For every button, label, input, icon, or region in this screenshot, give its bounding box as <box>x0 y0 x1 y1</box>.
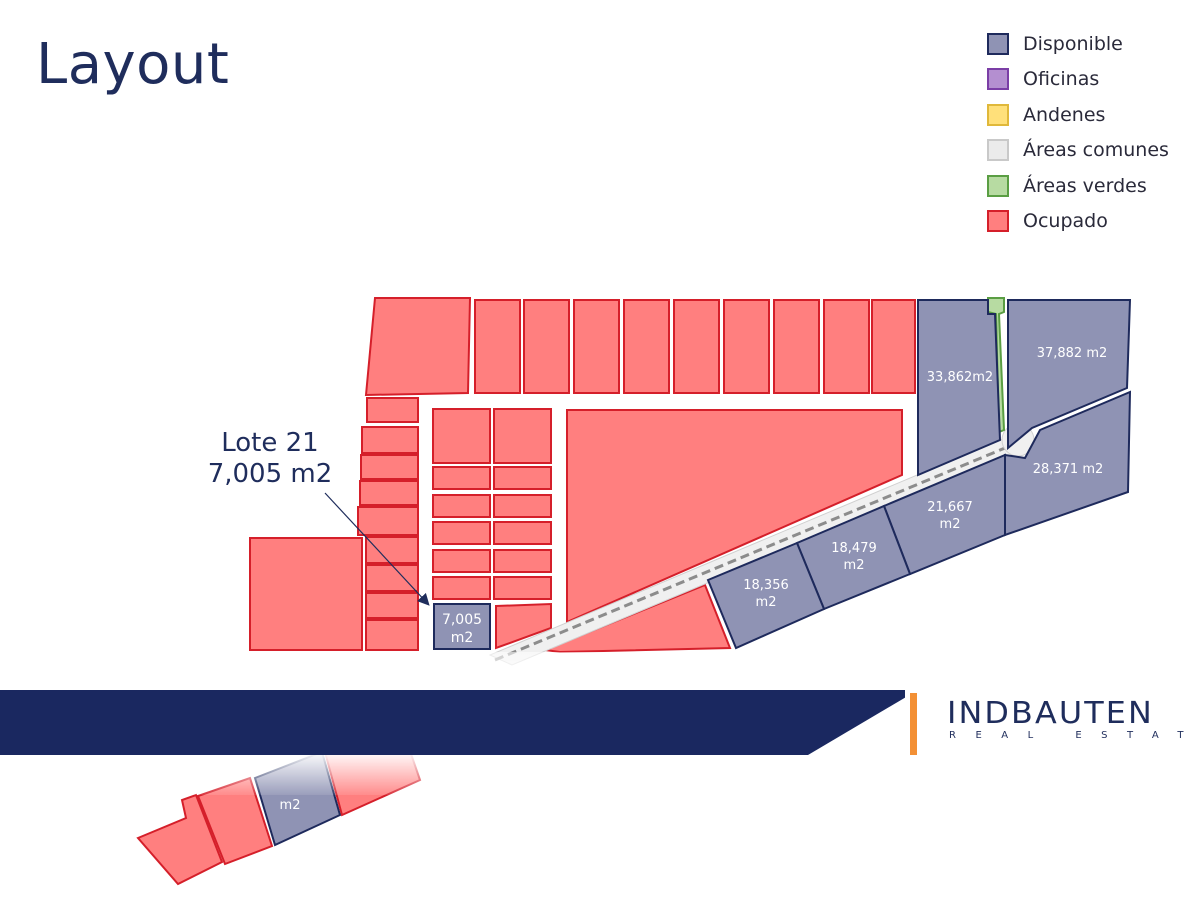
legend-swatch-areas-verdes <box>987 175 1009 197</box>
fade-overlay <box>0 652 1200 690</box>
lot-occupied[interactable] <box>365 536 419 564</box>
plot-18356[interactable] <box>706 541 826 650</box>
legend-item-areas-comunes: Áreas comunes <box>987 138 1197 164</box>
legend-item-oficinas: Oficinas <box>987 67 1197 93</box>
green-area <box>987 297 1006 434</box>
callout-arrow <box>324 492 430 606</box>
lot-occupied[interactable] <box>493 466 552 490</box>
legend-label: Ocupado <box>1023 210 1108 232</box>
legend-label: Áreas comunes <box>1023 139 1169 161</box>
lot-occupied[interactable] <box>360 454 419 480</box>
banner <box>0 690 918 755</box>
lot-occupied[interactable] <box>823 299 870 394</box>
lot-occupied[interactable] <box>773 299 820 394</box>
lot-occupied[interactable] <box>871 299 916 394</box>
plot-label: 37,882 m2 <box>1037 346 1108 361</box>
plot-lote-21[interactable] <box>433 603 491 650</box>
page-title: Layout <box>36 32 230 97</box>
legend-label: Disponible <box>1023 33 1123 55</box>
lot-occupied[interactable] <box>493 521 552 545</box>
lot-occupied[interactable] <box>359 480 419 506</box>
legend-label: Oficinas <box>1023 68 1100 90</box>
lot-occupied[interactable] <box>523 299 570 394</box>
plot-33862[interactable] <box>917 299 1002 477</box>
plot-label: m2 <box>844 558 865 573</box>
plot-label: m2 <box>280 798 301 813</box>
legend-swatch-areas-comunes <box>987 139 1009 161</box>
lot-occupied[interactable] <box>573 299 620 394</box>
lot-occupied[interactable] <box>673 299 720 394</box>
lot-occupied[interactable] <box>493 408 552 464</box>
plot-37882[interactable] <box>1007 299 1132 451</box>
lot-occupied-large[interactable] <box>566 409 903 624</box>
plot-label: m2 <box>451 630 474 646</box>
lot-occupied[interactable] <box>366 397 419 423</box>
lot-occupied[interactable] <box>432 549 491 573</box>
plot-label: 18,356 <box>743 578 789 593</box>
callout-area: 7,005 m2 <box>207 459 333 489</box>
logo-accent-bar <box>910 693 917 755</box>
plot-label: m2 <box>940 517 961 532</box>
lot-occupied[interactable] <box>364 297 472 397</box>
lot-occupied[interactable] <box>493 494 552 518</box>
legend-label: Andenes <box>1023 104 1106 126</box>
lot-occupied[interactable] <box>432 576 491 600</box>
legend-swatch-disponible <box>987 33 1009 55</box>
legend-item-andenes: Andenes <box>987 103 1197 129</box>
lot-occupied[interactable] <box>432 466 491 490</box>
road-centerline <box>494 446 1006 662</box>
lot-occupied[interactable] <box>432 521 491 545</box>
plot-label: 28,371 m2 <box>1033 462 1104 477</box>
lot-occupied[interactable] <box>365 564 419 592</box>
lot-occupied[interactable] <box>723 299 770 394</box>
lot-occupied[interactable] <box>495 602 552 650</box>
legend-swatch-oficinas <box>987 68 1009 90</box>
lot-occupied[interactable] <box>493 576 552 600</box>
lot-occupied[interactable] <box>136 793 224 886</box>
lot-occupied[interactable] <box>361 426 419 454</box>
legend-item-areas-verdes: Áreas verdes <box>987 174 1197 200</box>
plot-label: m2 <box>756 595 777 610</box>
logo-wordmark: INDBAUTEN <box>947 696 1154 731</box>
lot-occupied[interactable] <box>474 299 521 394</box>
callout-title: Lote 21 <box>221 428 319 458</box>
lot-occupied[interactable] <box>493 549 552 573</box>
legend-item-disponible: Disponible <box>987 32 1197 58</box>
lot-occupied[interactable] <box>432 408 491 464</box>
plot-label: 7,005 <box>442 612 482 628</box>
plot-label: 18,479 <box>831 541 877 556</box>
plot-label: 33,862m2 <box>927 370 993 385</box>
logo-tagline: REAL ESTATE <box>949 730 1200 741</box>
lot-occupied[interactable] <box>357 506 419 536</box>
fade-overlay <box>0 755 1200 795</box>
lot-occupied[interactable] <box>623 299 670 394</box>
lot-occupied[interactable] <box>249 537 363 651</box>
plot-label: 21,667 <box>927 500 973 515</box>
legend-item-ocupado: Ocupado <box>987 209 1197 235</box>
legend-label: Áreas verdes <box>1023 175 1147 197</box>
lot-occupied[interactable] <box>365 619 419 651</box>
lot-occupied[interactable] <box>365 592 419 619</box>
callout-lote-21: Lote 21 7,005 m2 <box>180 428 360 490</box>
lot-occupied[interactable] <box>432 494 491 518</box>
legend-swatch-ocupado <box>987 210 1009 232</box>
legend-swatch-andenes <box>987 104 1009 126</box>
logo: INDBAUTEN REAL ESTATE <box>905 690 1200 756</box>
